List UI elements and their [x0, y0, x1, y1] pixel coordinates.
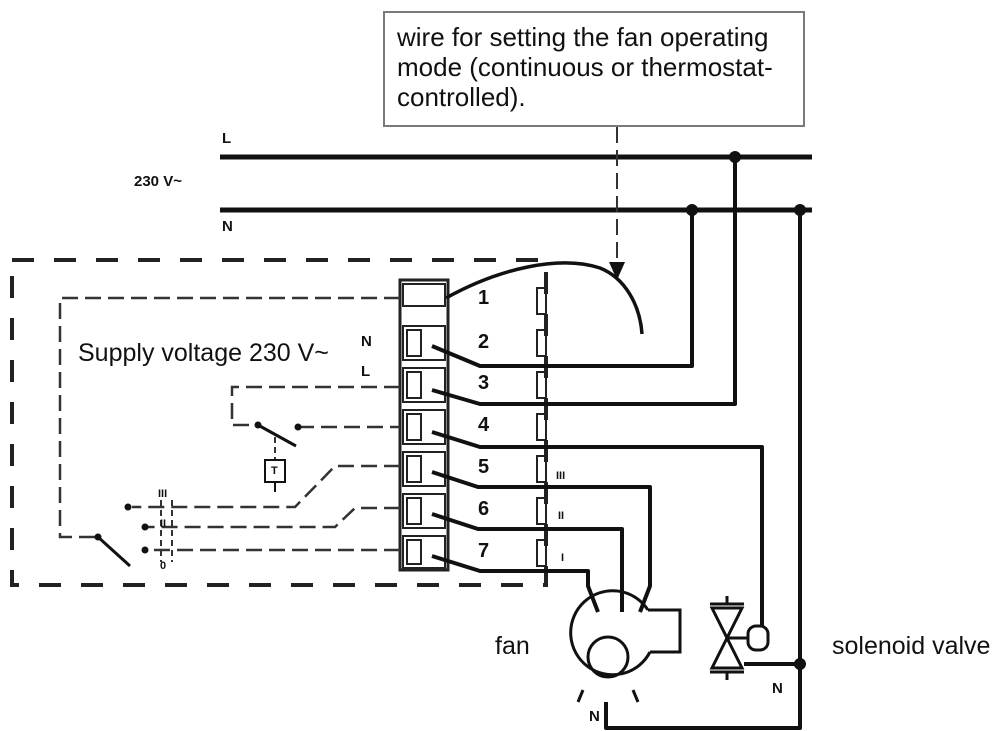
mode-wire — [445, 261, 644, 335]
switch-label-0: 0 — [160, 560, 167, 572]
terminal-number-7: 7 — [478, 540, 490, 562]
terminal-number-6: 6 — [478, 498, 490, 520]
label-line-L: L — [222, 130, 232, 147]
label-supply-voltage: Supply voltage 230 V~ — [78, 339, 329, 367]
switch-label-III: III — [158, 488, 168, 500]
label-fan: fan — [495, 632, 530, 660]
callout-box: wire for setting the fan operating mode … — [383, 11, 805, 127]
label-line-N: N — [222, 218, 233, 235]
terminal-block — [398, 278, 450, 572]
label-mains-voltage: 230 V~ — [134, 173, 182, 190]
label-solenoid-valve: solenoid valve — [832, 632, 991, 660]
callout-arrow — [609, 262, 625, 280]
external-wiring — [431, 157, 802, 730]
solenoid-valve-icon — [709, 596, 770, 680]
terminal-slots — [536, 287, 547, 567]
controller-housing — [10, 258, 548, 587]
label-fan-N: N — [589, 708, 600, 725]
thermostat-label: T — [271, 465, 278, 477]
terminal-number-2: 2 — [478, 331, 490, 353]
thermostat-switch — [254, 421, 302, 492]
fan-icon — [569, 589, 682, 703]
speed-mark-I: I — [561, 552, 565, 564]
terminal-number-3: 3 — [478, 372, 490, 394]
label-terminal-L: L — [361, 363, 371, 380]
label-valve-N: N — [772, 680, 783, 697]
junction-dots — [686, 151, 806, 670]
label-terminal-N: N — [361, 333, 372, 350]
callout-text: wire for setting the fan operating mode … — [397, 22, 773, 112]
fan-speed-selector — [94, 500, 173, 568]
speed-mark-III: III — [556, 470, 566, 482]
terminal-number-4: 4 — [478, 414, 490, 436]
terminal-number-1: 1 — [478, 287, 490, 309]
internal-wiring — [58, 296, 400, 552]
terminal-number-5: 5 — [478, 456, 490, 478]
switch-label-II: II — [160, 518, 167, 530]
speed-mark-II: II — [558, 510, 565, 522]
